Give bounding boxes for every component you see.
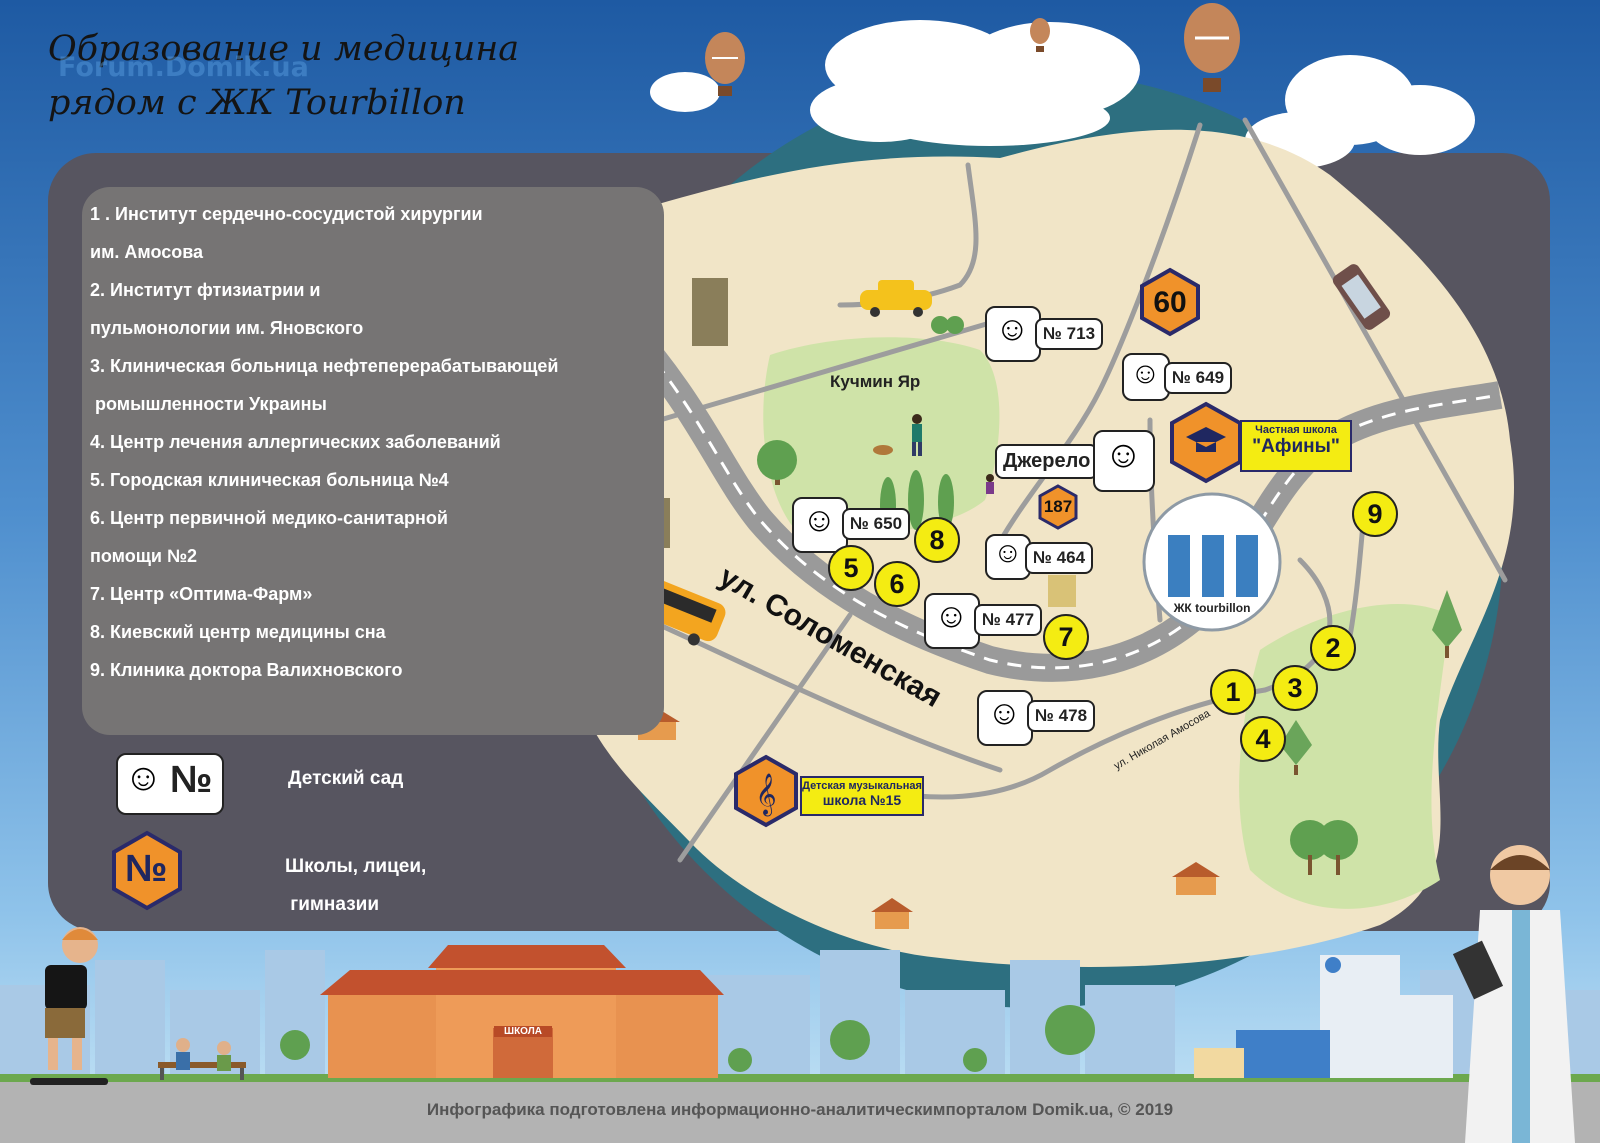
footer-credit: Инфографика подготовлена информационно-а… [426,1100,1174,1119]
list-item: 5. Городская клиническая больница №4 [90,470,449,490]
marker-3: 3 [1272,665,1318,711]
baby-icon: ☺ [987,694,1022,732]
walker-icon [873,414,994,494]
private-school-line-2: "Афины" [1252,436,1340,457]
medical-list-box: 1 . Институт сердечно-сосудистой хирурги… [82,187,664,735]
grass [0,1074,1600,1082]
treble-clef-icon: 𝄞 [755,773,776,816]
baby-icon: ☺ [1130,357,1161,390]
medical-list: 1 . Институт сердечно-сосудистой хирурги… [90,195,559,689]
house-icon [634,708,1220,929]
private-school-label: Частная школа "Афины" [1240,420,1352,472]
baby-icon: ☺ [1104,434,1143,476]
legend-kindergarten-label: Детский сад [288,768,404,789]
bench [158,1038,246,1080]
kindergarten-icon: ☺ [924,593,980,649]
park-label: Кучмин Яр [830,372,921,391]
ground [0,1080,1600,1143]
doctor [1452,845,1575,1143]
kindergarten-icon: ☺ [985,306,1041,362]
kindergarten-icon: ☺ [1122,353,1170,401]
music-school-label: Детская музыкальная школа №15 [800,776,924,816]
list-item: 3. Клиническая больница нефтеперерабатыв… [90,356,559,376]
marker-1: 1 [1210,669,1256,715]
legend-school-line-1: Школы, лицеи, [285,856,427,877]
list-item: 2. Институт фтизиатрии и [90,280,321,300]
list-item: им. Амосова [90,242,204,262]
list-item: 8. Киевский центр медицины сна [90,622,386,642]
title-line-2: рядом с ЖК Tourbillon [48,83,466,123]
page-title: Образование и медицина рядом с ЖК Tourbi… [48,22,519,130]
kindergarten-label: № 477 [974,604,1043,636]
marker-8: 8 [914,517,960,563]
kindergarten-icon: ☺ [1093,430,1155,492]
private-school-hex [1170,401,1242,484]
legend-kindergarten-symbol: ☺ № [116,753,224,815]
graduation-cap-icon [1186,427,1226,452]
kindergarten-label: № 464 [1025,542,1094,574]
marker-4: 4 [1240,716,1286,762]
legend-school-line-2: гимназии [285,894,380,915]
kindergarten-icon: ☺ [977,690,1033,746]
kindergarten-label: № 478 [1027,700,1096,732]
marker-6: 6 [874,561,920,607]
kindergarten-label: № 650 [842,508,911,540]
list-item: 7. Центр «Оптима-Фарм» [90,584,313,604]
list-item: 9. Клиника доктора Валихновского [90,660,403,680]
music-school-line-2: школа №15 [822,792,902,808]
hospital-building [1194,955,1453,1078]
school-sign: ШКОЛА [494,1026,552,1037]
legend-school-symbol: № [125,848,168,890]
skyline [0,950,1600,1085]
list-item: пульмонологии им. Яновского [90,318,364,338]
list-item: 4. Центр лечения аллергических заболеван… [90,432,501,452]
list-item: 1 . Институт сердечно-сосудистой хирурги… [90,204,483,224]
balloon-icon [705,3,1240,96]
title-line-1: Образование и медицина [48,29,520,69]
taxi-icon [860,280,932,317]
tree-icon [757,316,1462,875]
kindergarten-icon: ☺ [792,497,848,553]
baby-icon: ☺ [934,597,969,635]
school-number: 60 [1153,286,1187,319]
legend-school-label: Школы, лицеи, гимназии [285,848,426,924]
tower-icon [1168,535,1258,597]
complex-label: ЖК tourbillon [1173,601,1251,615]
legend-school-hex [112,830,182,911]
list-item: помощи №2 [90,546,198,566]
marker-9: 9 [1352,491,1398,537]
kindergarten-label: № 649 [1164,362,1233,394]
number-sign: № [170,759,213,801]
dzherelo-label: Джерело [995,444,1099,479]
marker-7: 7 [1043,614,1089,660]
music-school-hex [734,754,798,828]
private-school-line-1: Частная школа [1255,424,1337,436]
watermark-text: Forum.Domik.ua [58,52,309,83]
baby-icon: ☺ [124,757,163,799]
baby-icon: ☺ [993,537,1023,569]
school-hex-60 [1140,267,1200,337]
music-school-line-1: Детская музыкальная [802,780,922,792]
kindergarten-label: № 713 [1035,318,1104,350]
list-item: 6. Центр первичной медико-санитарной [90,508,448,528]
baby-icon: ☺ [802,501,837,539]
road-marking [623,324,1501,670]
tree-icon [280,1005,1095,1072]
school-building [320,945,724,1078]
school-hex-187 [1038,484,1078,530]
marker-5: 5 [828,545,874,591]
suv-icon [1332,264,1391,330]
baby-icon: ☺ [995,310,1030,348]
school-number: 187 [1043,497,1073,516]
list-item: ромышленности Украины [90,394,327,414]
marker-2: 2 [1310,625,1356,671]
skateboarder [30,927,108,1085]
